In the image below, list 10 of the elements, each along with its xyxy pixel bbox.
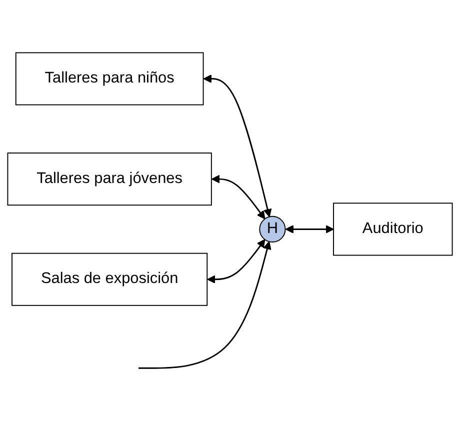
arrow <box>207 239 266 284</box>
arrow <box>211 174 266 220</box>
node-box: Talleres para niños <box>15 52 204 106</box>
node-circle: H <box>259 216 286 242</box>
node-box: Auditorio <box>333 202 453 256</box>
node-box: Salas de exposición <box>12 252 208 306</box>
node-box: Talleres para jóvenes <box>7 152 212 206</box>
arrow <box>203 74 272 217</box>
arrow <box>138 241 272 369</box>
arrow <box>285 224 334 234</box>
